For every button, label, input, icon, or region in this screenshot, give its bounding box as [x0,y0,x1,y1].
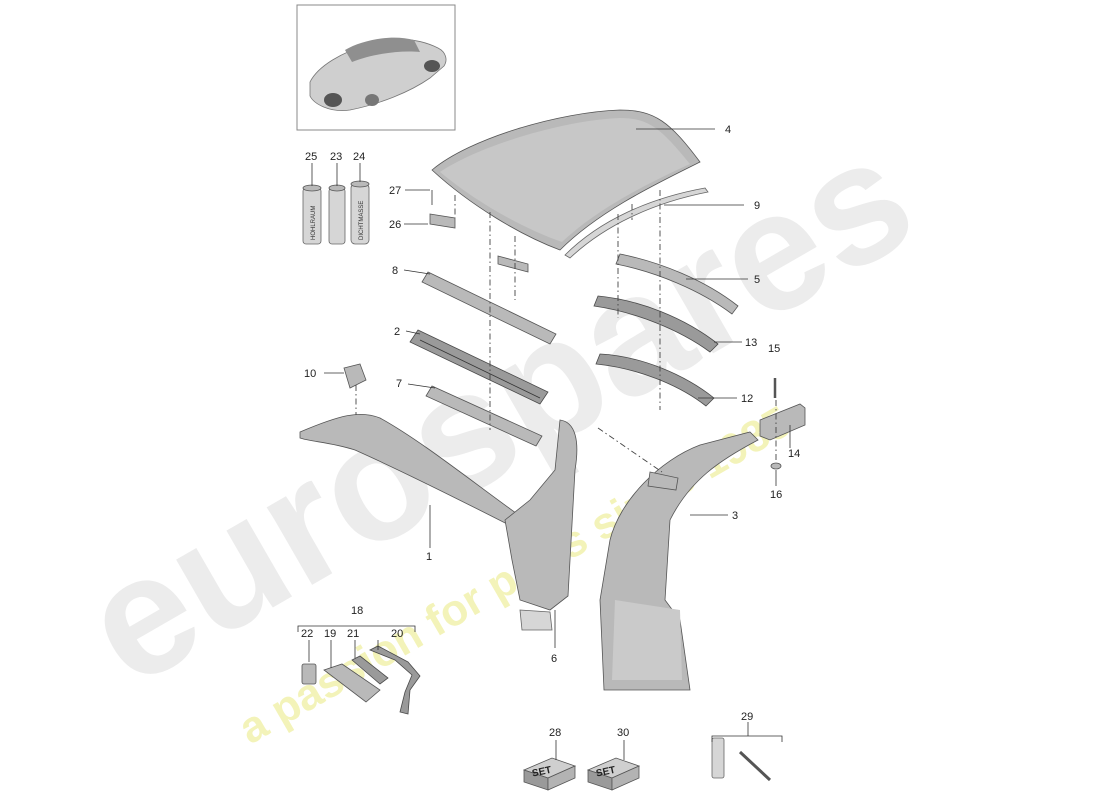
callout-26: 26 [389,219,401,231]
applicator-gun-20 [369,645,421,715]
callout-30: 30 [617,727,629,739]
callout-12: 12 [741,393,753,405]
callout-29: 29 [741,711,753,723]
callout-6: 6 [551,653,557,665]
callout-18: 18 [351,605,363,617]
pillar-bracket [647,471,679,491]
roof-bow-13 [593,295,719,353]
callout-23: 23 [330,151,342,163]
callout-14: 14 [788,448,800,460]
callout-28: 28 [549,727,561,739]
roof-bow-5 [615,253,739,315]
pin-29 [711,737,725,779]
callout-5: 5 [754,274,760,286]
callout-4: 4 [725,124,731,136]
roof-panel [431,109,701,251]
set-box-30-label: SET [595,765,616,780]
callout-27: 27 [389,185,401,197]
callout-8: 8 [392,265,398,277]
callouts: 25 23 24 27 26 4 9 8 5 2 13 15 10 7 12 1… [301,124,800,739]
bracket-10 [343,363,367,389]
callout-20: 20 [391,628,403,640]
bracket-26 [429,213,456,229]
a-pillar-6 [504,419,578,611]
set-box-28-label: SET [531,765,552,780]
tube-19 [323,663,381,703]
car-thumbnail [296,4,456,131]
can-24-label: DICHTMASSE [359,201,365,240]
bolt-29 [738,750,772,782]
leader-lines [308,128,791,760]
set-box-30: SET [586,757,641,791]
callout-25: 25 [305,151,317,163]
callout-9: 9 [754,200,760,212]
bottle-22 [301,663,317,685]
can-23 [328,187,346,245]
bracket-29 [711,735,783,742]
bracket-14 [759,403,806,441]
roof-rear-strip [564,187,709,259]
set-box-28: SET [522,757,577,791]
assembly-lines [355,190,777,473]
roof-plate [497,255,529,273]
callout-3: 3 [732,510,738,522]
tool-kit [301,645,421,715]
nut-16 [770,462,782,470]
callout-19: 19 [324,628,336,640]
callout-1: 1 [426,551,432,563]
callout-21: 21 [347,628,359,640]
callout-15: 15 [768,343,780,355]
set-29 [711,737,772,782]
nozzle-21 [351,655,389,685]
can-25-label: HOHLRAUM [311,206,317,240]
cross-member-7 [425,385,543,447]
callout-24: 24 [353,151,365,163]
callout-22: 22 [301,628,313,640]
cross-member-8 [421,271,557,345]
sealant-cans: HOHLRAUM DICHTMASSE [302,180,370,245]
callout-13: 13 [745,337,757,349]
bracket-18 [297,625,416,632]
callout-7: 7 [396,378,402,390]
callout-16: 16 [770,489,782,501]
callout-10: 10 [304,368,316,380]
roof-bow-12 [595,353,715,407]
callout-2: 2 [394,326,400,338]
